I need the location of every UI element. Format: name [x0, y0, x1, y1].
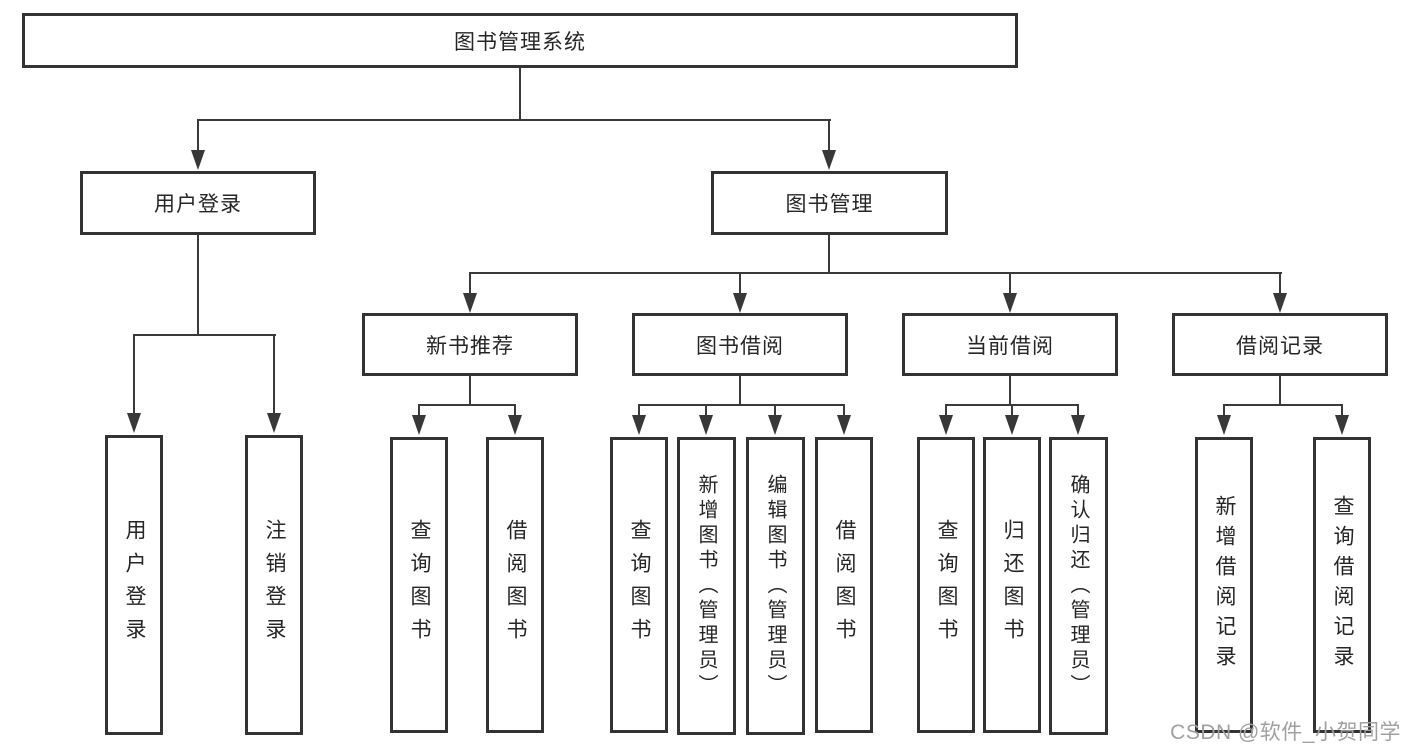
connector-line — [418, 404, 516, 406]
leaf-recommend-borrow-book: 借阅图书 — [486, 437, 544, 733]
arrow-down-icon — [768, 415, 782, 435]
connector-line — [1011, 404, 1013, 417]
connector-line — [1009, 376, 1011, 406]
arrow-down-icon — [1335, 415, 1349, 435]
node-root-label: 图书管理系统 — [454, 30, 586, 54]
connector-line — [197, 119, 831, 121]
connector-line — [1341, 404, 1343, 417]
csdn-watermark: CSDN @软件_小贺同学 — [1170, 721, 1401, 744]
connector-line — [469, 272, 1282, 274]
arrow-down-icon — [463, 293, 477, 313]
arrow-down-icon — [191, 150, 205, 170]
leaf-edit-book-admin: 编辑图书（管理员） — [746, 437, 805, 735]
connector-line — [638, 404, 845, 406]
connector-line — [469, 272, 471, 295]
node-current-borrow-label: 当前借阅 — [966, 334, 1054, 358]
leaf-add-book-admin: 新增图书（管理员） — [677, 437, 736, 735]
arrow-down-icon — [699, 415, 713, 435]
leaf-add-borrow-record-label: 新增借阅记录 — [1213, 495, 1236, 675]
leaf-add-borrow-record: 新增借阅记录 — [1195, 437, 1253, 733]
leaf-edit-book-admin-label: 编辑图书（管理员） — [764, 473, 786, 699]
connector-line — [638, 404, 640, 417]
node-borrow-record: 借阅记录 — [1172, 313, 1388, 376]
leaf-confirm-return-admin: 确认归还（管理员） — [1049, 437, 1108, 735]
arrow-down-icon — [1217, 415, 1231, 435]
connector-line — [133, 334, 135, 415]
connector-line — [133, 334, 276, 336]
connector-line — [828, 120, 830, 152]
connector-line — [705, 404, 707, 417]
connector-line — [469, 376, 471, 406]
arrow-down-icon — [1071, 415, 1085, 435]
leaf-logout: 注销登录 — [245, 435, 303, 735]
node-new-book-recommend-label: 新书推荐 — [426, 334, 514, 358]
connector-line — [739, 376, 741, 406]
leaf-recommend-query-book-label: 查询图书 — [408, 519, 431, 651]
node-book-borrow: 图书借阅 — [632, 313, 848, 376]
node-book-management: 图书管理 — [711, 171, 948, 235]
arrow-down-icon — [733, 293, 747, 313]
connector-line — [1009, 272, 1011, 295]
arrow-down-icon — [1273, 293, 1287, 313]
connector-line — [774, 404, 776, 417]
connector-line — [514, 404, 516, 417]
leaf-borrow-book: 借阅图书 — [815, 437, 873, 733]
arrow-down-icon — [127, 413, 141, 433]
leaf-user-login: 用户登录 — [105, 435, 163, 735]
node-user-login-label: 用户登录 — [154, 193, 242, 216]
arrow-down-icon — [632, 415, 646, 435]
leaf-borrow-query-book: 查询图书 — [610, 437, 668, 733]
node-book-management-label: 图书管理 — [785, 193, 874, 216]
arrow-down-icon — [1005, 415, 1019, 435]
leaf-confirm-return-admin-label: 确认归还（管理员） — [1067, 473, 1089, 699]
connector-line — [843, 404, 845, 417]
leaf-logout-label: 注销登录 — [263, 519, 286, 651]
leaf-user-login-label: 用户登录 — [123, 519, 146, 651]
node-book-borrow-label: 图书借阅 — [696, 334, 784, 358]
arrow-down-icon — [822, 150, 836, 170]
arrow-down-icon — [508, 415, 522, 435]
arrow-down-icon — [1003, 293, 1017, 313]
leaf-current-query-book: 查询图书 — [917, 437, 975, 733]
connector-line — [1279, 376, 1281, 406]
node-user-login: 用户登录 — [80, 171, 316, 235]
connector-line — [197, 235, 199, 336]
leaf-query-borrow-record-label: 查询借阅记录 — [1331, 495, 1354, 675]
leaf-borrow-query-book-label: 查询图书 — [628, 519, 651, 651]
node-current-borrow: 当前借阅 — [902, 313, 1118, 376]
connector-line — [1223, 404, 1343, 406]
arrow-down-icon — [837, 415, 851, 435]
leaf-recommend-query-book: 查询图书 — [390, 437, 448, 733]
connector-line — [1077, 404, 1079, 417]
node-root: 图书管理系统 — [22, 13, 1018, 68]
node-borrow-record-label: 借阅记录 — [1236, 334, 1324, 358]
connector-line — [945, 404, 947, 417]
node-new-book-recommend: 新书推荐 — [362, 313, 578, 376]
connector-line — [1279, 272, 1281, 295]
leaf-borrow-book-label: 借阅图书 — [833, 519, 856, 651]
leaf-return-book: 归还图书 — [983, 437, 1041, 733]
leaf-add-book-admin-label: 新增图书（管理员） — [695, 473, 717, 699]
connector-line — [273, 334, 275, 415]
arrow-down-icon — [412, 415, 426, 435]
connector-line — [519, 65, 521, 121]
connector-line — [197, 120, 199, 152]
connector-line — [1223, 404, 1225, 417]
connector-line — [418, 404, 420, 417]
leaf-recommend-borrow-book-label: 借阅图书 — [504, 519, 527, 651]
connector-line — [828, 235, 830, 274]
leaf-current-query-book-label: 查询图书 — [935, 519, 958, 651]
leaf-query-borrow-record: 查询借阅记录 — [1313, 437, 1371, 733]
arrow-down-icon — [267, 413, 281, 433]
leaf-return-book-label: 归还图书 — [1001, 519, 1024, 651]
arrow-down-icon — [939, 415, 953, 435]
connector-line — [739, 272, 741, 295]
